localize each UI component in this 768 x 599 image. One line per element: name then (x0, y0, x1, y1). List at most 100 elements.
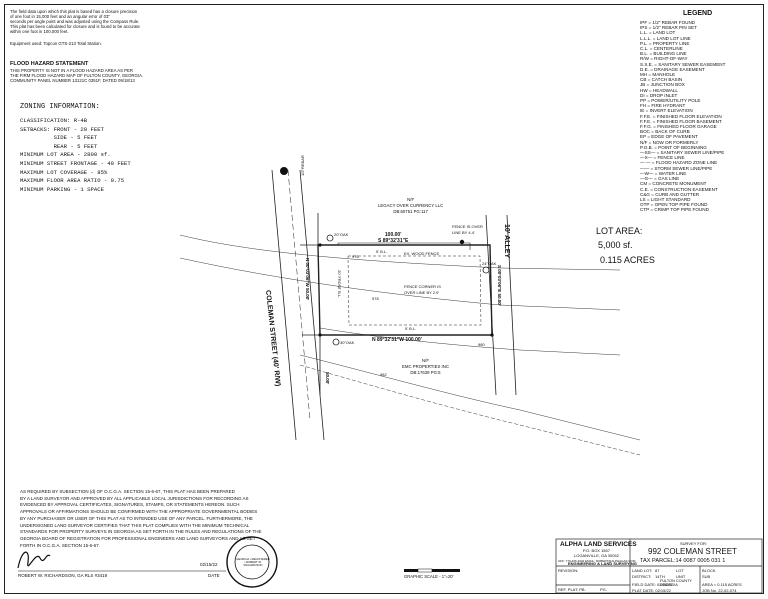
plat-date: PLAT DATE: 02/15/22 (632, 588, 671, 593)
legend-item: B.L. = BUILDING LINE (640, 51, 687, 57)
field-date: FIELD DATE: 02/08/22 (632, 582, 673, 587)
surveyor-name: ROBERT W. RICHARDSON, GA RLS #3419 (18, 573, 108, 578)
ref-plat-pg: PG. (600, 587, 607, 592)
zoning-line: MAXIMUM LOT COVERAGE - 85% (20, 168, 108, 176)
street-line-east (299, 169, 325, 441)
contour-976 (179, 234, 621, 271)
iron-pin-nw (318, 243, 322, 247)
district-value: 14TH (655, 574, 665, 579)
zoning-line: REAR - 5 FEET (20, 142, 98, 150)
lot-area-acres: 0.115 ACRES (600, 255, 655, 265)
legend-item: IPF = 1/2" REBAR FOUND (640, 20, 696, 25)
lot-area-heading: LOT AREA: (596, 226, 643, 236)
legend-item: CTP = CRIMP TOP PIPE FOUND (640, 207, 709, 213)
date-label: DATE (208, 573, 220, 578)
tax-parcel: TAX PARCEL:14 0087 0005 031 1 (640, 558, 726, 564)
dim-50: 50.00' (325, 372, 330, 385)
fence-over-note: FENCE IS OVER LINE BY 4.4' (452, 224, 483, 235)
legend-item: CB = CATCH BASIN (640, 77, 683, 83)
graphic-scale (404, 568, 460, 573)
contour-982 (299, 354, 641, 441)
survey-address: 992 COLEMAN STREET (648, 547, 737, 556)
zoning-line: SETBACKS: FRONT - 20 FEET (20, 125, 104, 133)
legend-item: L.L. = LAND LOT (640, 30, 676, 36)
zoning-line: MAXIMUM FLOOR AREA RATIO - 0.75 (20, 177, 125, 185)
tree-oak-3 (332, 338, 340, 346)
contour-label-976: 976 (352, 254, 359, 259)
survey-for-label: SURVEY FOR: (680, 541, 707, 546)
block-label: BLOCK (702, 568, 716, 573)
legend-item: FH = FIRE HYDRANT (640, 103, 686, 109)
legend-item: F.F.E. = FINISHED FLOOR ELEVATION (640, 113, 722, 119)
contour-980 (319, 327, 621, 356)
unit-label: UNIT (676, 574, 686, 579)
contour-984 (299, 364, 641, 456)
flood-text: THIS PROPERTY IS NOT IN A FLOOD HAZARD A… (10, 68, 144, 83)
company-phone: OFF: 770-466-4002 EMAIL: ROBERT@ALPHAGAS… (558, 559, 636, 563)
legend-item: —X— = FENCE LINE (640, 155, 685, 161)
company-address: P.O. BOX 1557 LOGANVILLE, GA 30052 (574, 548, 619, 558)
contour-978 (179, 257, 621, 311)
alley-line-east (506, 214, 517, 396)
bl-south: 5' B.L. (405, 326, 417, 331)
alley-name: 10' ALLEY (503, 224, 510, 259)
legend-item: —G— = GAS LINE (640, 176, 680, 182)
tree-label-1: 20"OAK (334, 232, 349, 237)
legend-item: HW = HEADWALL (640, 87, 678, 93)
legend-item: C&G = CURB AND GUTTER (640, 191, 700, 197)
legend-item: CM = CONCRETE MONUMENT (640, 181, 707, 187)
zoning-line: CLASSIFICATION: R-4B (20, 117, 88, 124)
legend-item: C.E. = CONSTRUCTION EASEMENT (640, 186, 718, 192)
legend-item: P.O.B. = POINT OF BEGINNING (640, 144, 707, 150)
ref-plat: REF. PLAT: PB. (558, 587, 586, 592)
setback-line (347, 255, 482, 326)
bl-front: 20' FRONT B.L. (337, 270, 342, 299)
tree-oak-1 (326, 234, 334, 242)
district-label: DISTRICT: (632, 574, 652, 579)
flood-heading: FLOOD HAZARD STATEMENT (10, 61, 89, 67)
lot-area-sf: 5,000 sf. (598, 240, 633, 250)
legend-item: N/F = NOW OR FORMERLY (640, 139, 699, 145)
legend-item: C.L. = CENTERLINE (640, 46, 683, 52)
title-block-frame (555, 538, 763, 594)
fence-corner-note: FENCE CORNER IS OVER LINE BY 2.9' (404, 284, 441, 295)
contour-label-982: 982 (380, 372, 387, 377)
legend-item: DI = DROP INLET (640, 92, 678, 98)
company-tagline: ENGINEERING & LAND SURVEYING (568, 561, 637, 566)
legend-item: JB = JUNCTION BOX (640, 82, 685, 88)
bearing-south: N 89°32'31"W 100.00' (372, 337, 422, 343)
iron-pin-sw (318, 333, 322, 337)
equipment-note: Equipment used: Topcon GTS-213 Total Sta… (10, 41, 102, 46)
land-lot-value: 87 (655, 568, 660, 573)
bearing-north: 100.00' S 89°32'31"E (378, 232, 409, 244)
revision-label: REVISION: (558, 568, 579, 573)
company-name: ALPHA LAND SERVICES (560, 541, 637, 548)
certification-text: AS REQUIRED BY SUBSECTION (d) OF O.C.G.A… (20, 489, 262, 548)
legend-item: MH = MANHOLE (640, 72, 676, 78)
contour-label-978: 978 (372, 296, 379, 301)
zoning-line: SIDE - 5 FEET (20, 134, 98, 142)
south-owner: N/F EMC PROPERTIES INC DB:17639 PG:5 (402, 358, 449, 375)
benchmark-dot (280, 167, 288, 175)
iron-pin-ne (459, 239, 465, 245)
legend-item: OTP = OPEN TOP PIPE FOUND (640, 202, 708, 208)
tree-label-2: 24"OAK (482, 261, 497, 266)
zoning-line: MINIMUM LOT AREA - 2800 sf. (20, 151, 111, 159)
zoning-line: MINIMUM STREET FRONTAGE - 40 FEET (20, 159, 131, 167)
wood-fence (337, 242, 471, 250)
surveyor-seal (226, 536, 278, 588)
signature-mark (17, 551, 51, 569)
signature-date: 02/15/22 (200, 562, 218, 567)
bearing-east: S 00°03'06"E 50.00' (497, 265, 502, 306)
page-border (4, 4, 764, 594)
street-line-west (271, 169, 297, 441)
legend-item: —SS— = SANITARY SEWER LINE/PIPE (640, 150, 725, 156)
bl-north: 5' B.L. (376, 249, 388, 254)
north-owner: N/F LEGACY OVER CURRENCY LLC DB:60751 PG… (378, 197, 444, 214)
legend-item: S.S.E. = SANITARY SEWER EASEMENT (640, 61, 726, 67)
precision-note: The field data upon which this plat is b… (10, 9, 140, 34)
legend-item: — — = FLOOD HAZARD ZONE LINE (640, 160, 718, 166)
